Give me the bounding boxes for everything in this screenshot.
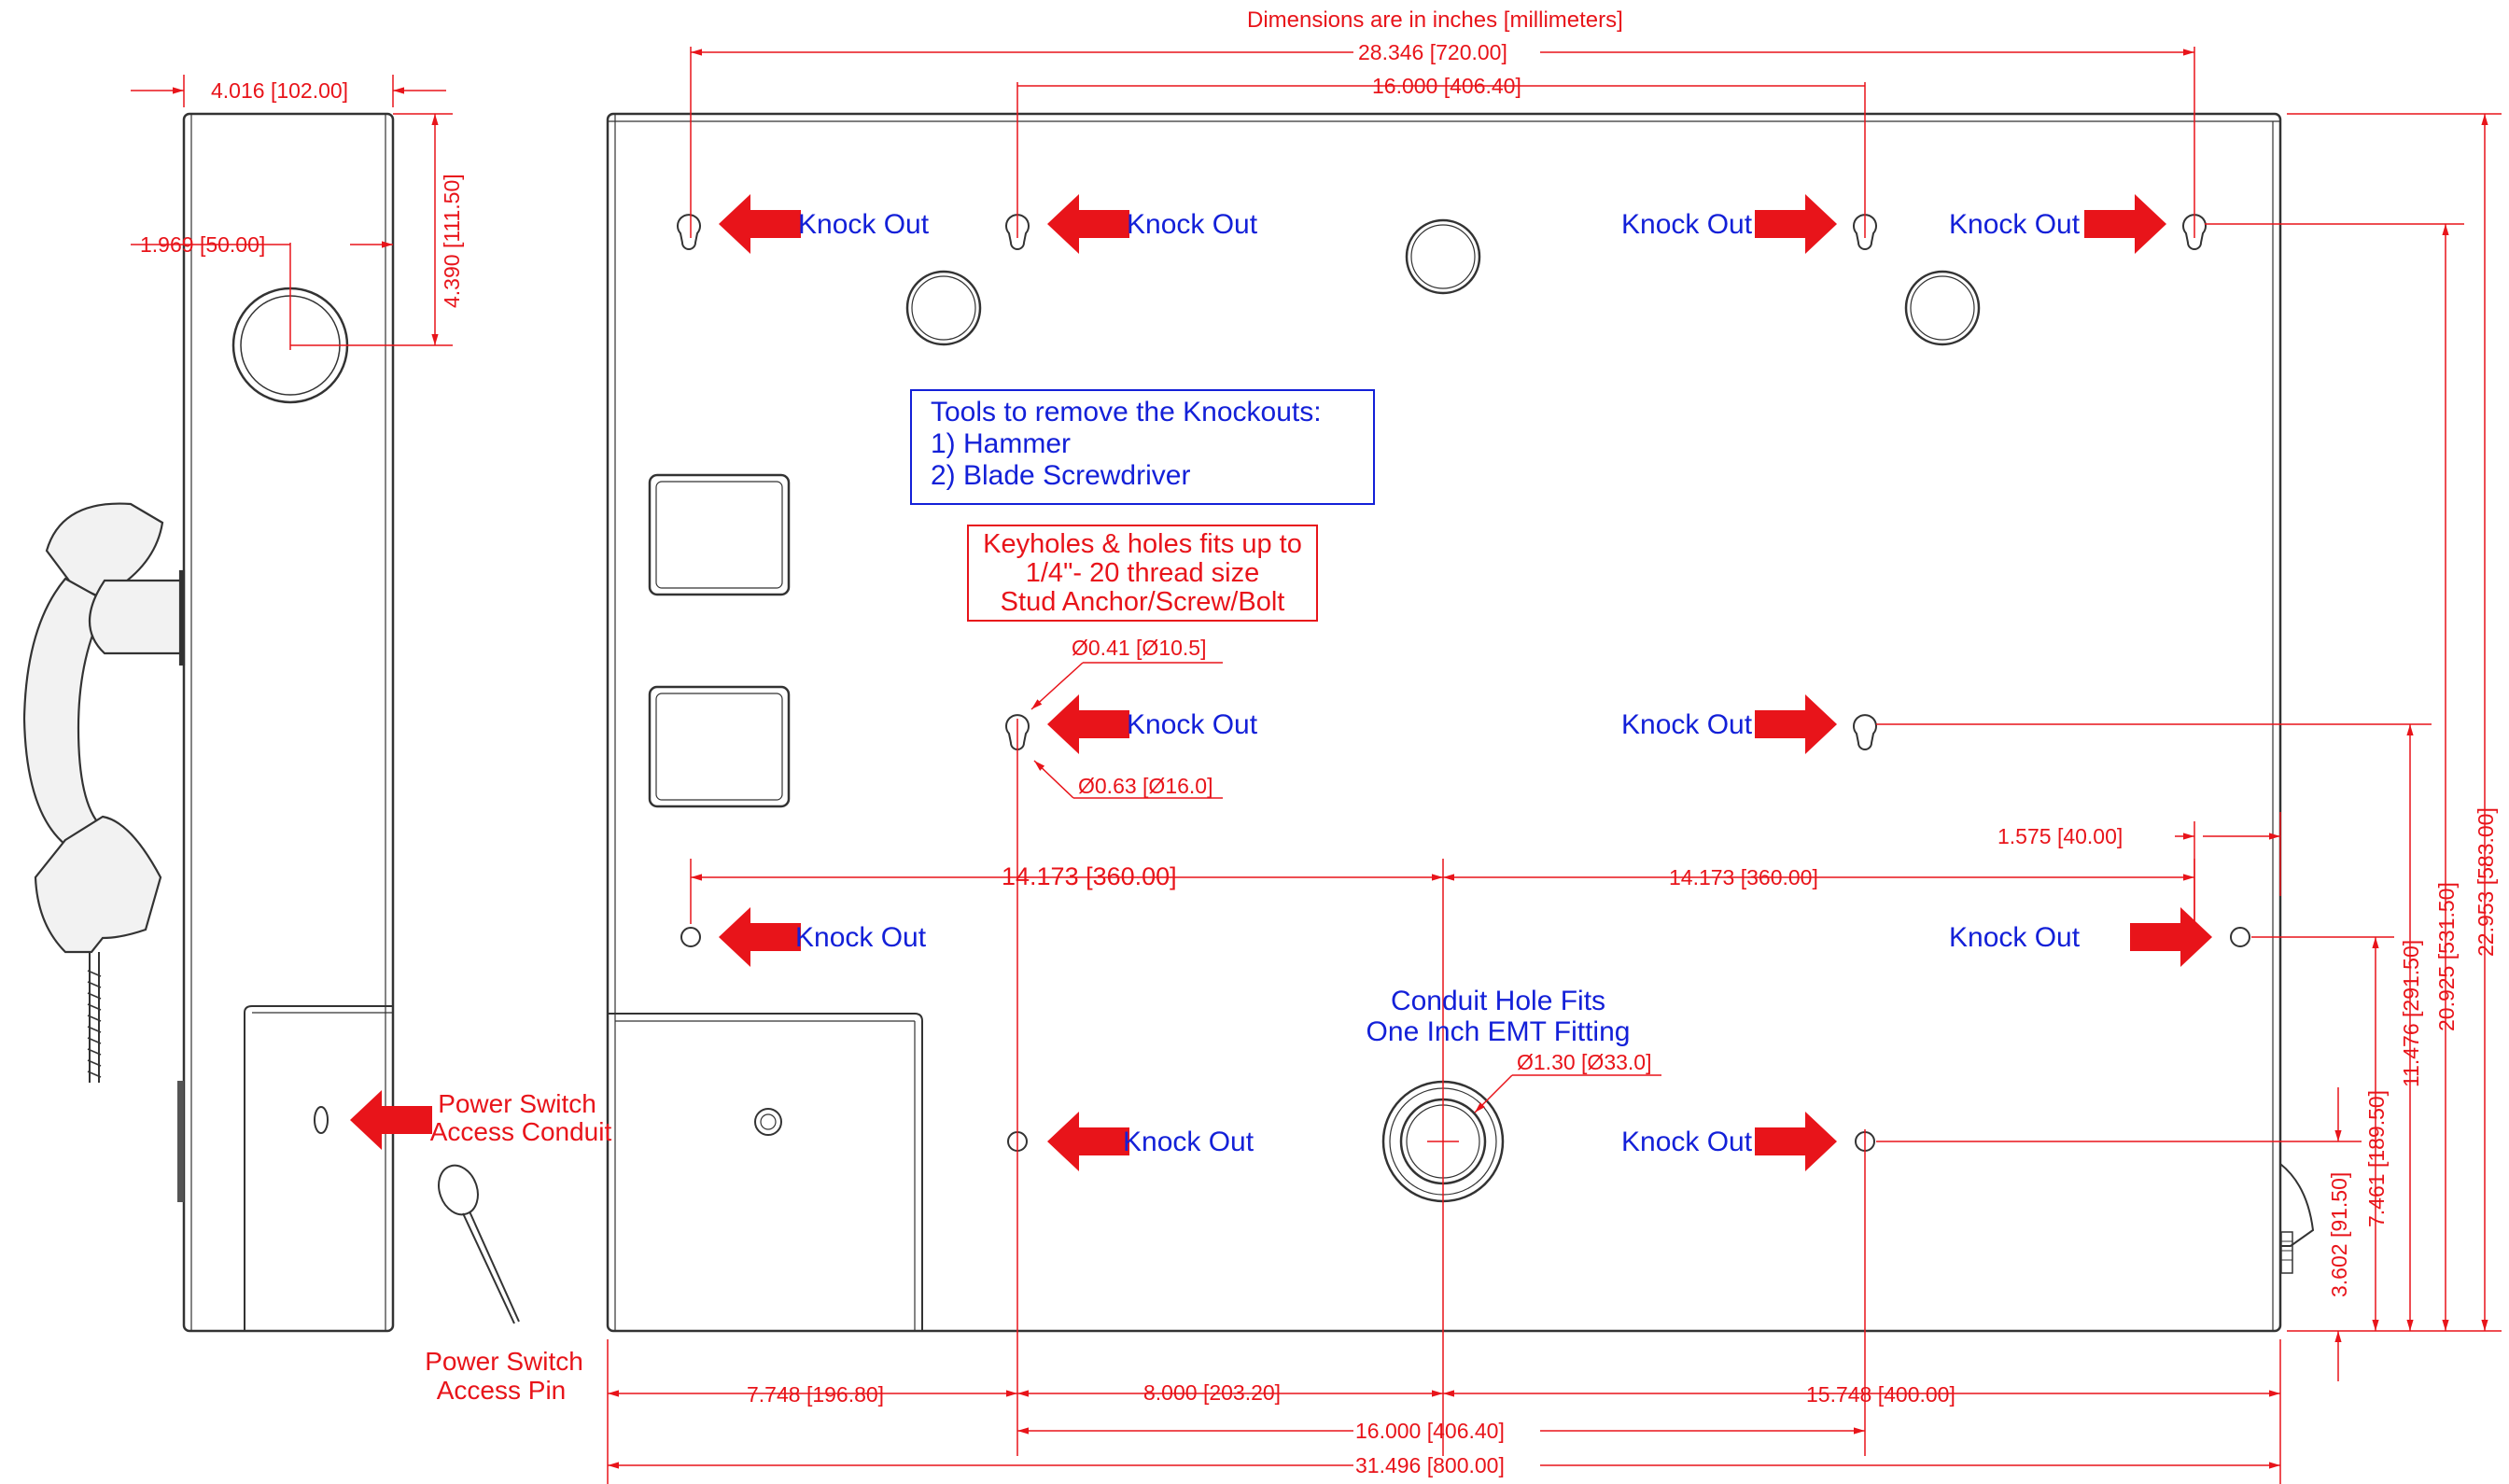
keyhole-mid-right: [1853, 714, 1877, 750]
knockout-label-8: Knock Out: [1949, 922, 2081, 953]
hole-right: [2230, 927, 2250, 947]
knockout-label-7: Knock Out: [795, 922, 927, 953]
dim-keyhole-small: Ø0.41 [Ø10.5]: [1072, 636, 1206, 660]
power-switch-pin-line-1: Power Switch: [425, 1347, 583, 1376]
keyhole-top-left: [677, 214, 701, 250]
tools-box-item-1: 1) Hammer: [931, 428, 1072, 459]
dim-v-20925: 20.925 [531.50]: [2434, 882, 2459, 1031]
hole-left: [680, 927, 701, 947]
dim-inner-keyhole-span: 16.000 [406.40]: [1372, 74, 1521, 98]
dim-overall-keyhole-span: 28.346 [720.00]: [1358, 40, 1507, 64]
dim-bottom-left: 7.748 [196.80]: [747, 1382, 884, 1407]
round-knockout-2: [1405, 218, 1481, 295]
knockout-label-2: Knock Out: [1127, 209, 1258, 240]
thread-note-line-2: 1/4"- 20 thread size: [1025, 558, 1260, 588]
header-note: Dimensions are in inches [millimeters]: [1247, 7, 1623, 33]
knockout-label-4: Knock Out: [1949, 209, 2081, 240]
knockout-label-9: Knock Out: [1123, 1127, 1254, 1157]
dim-side-hole-offset: 1.969 [50.00]: [140, 232, 265, 257]
round-knockout-1: [905, 270, 982, 346]
knockout-label-10: Knock Out: [1621, 1127, 1753, 1157]
tools-box-title: Tools to remove the Knockouts:: [931, 397, 1322, 427]
dim-bottom-mid: 8.000 [203.20]: [1143, 1380, 1281, 1405]
dim-right-edge-offset: 1.575 [40.00]: [1997, 824, 2123, 848]
side-view: [22, 112, 520, 1333]
lower-box-screw: [754, 1108, 782, 1136]
side-dimensions: [131, 75, 453, 350]
tools-box-item-2: 2) Blade Screwdriver: [931, 460, 1191, 491]
knockout-label-1: Knock Out: [798, 209, 930, 240]
handset-cord-coils: [87, 970, 102, 1078]
dim-v-7461: 7.461 [189.50]: [2364, 1090, 2389, 1227]
dim-keyhole-large: Ø0.63 [Ø16.0]: [1078, 774, 1212, 798]
thread-note-line-1: Keyholes & holes fits up to: [983, 529, 1302, 559]
dim-conduit-diameter: Ø1.30 [Ø33.0]: [1517, 1050, 1651, 1074]
dim-right-half-span: 14.173 [360.00]: [1669, 865, 1818, 889]
power-switch-pin-line-2: Access Pin: [437, 1376, 567, 1405]
thread-note-line-3: Stud Anchor/Screw/Bolt: [1000, 587, 1285, 617]
dim-bottom-overall: 31.496 [800.00]: [1355, 1453, 1505, 1477]
square-cutout-top: [648, 473, 791, 596]
side-connector: [177, 1081, 184, 1202]
power-switch-access-hole: [314, 1106, 329, 1134]
thread-note-box: Keyholes & holes fits up to 1/4"- 20 thr…: [967, 525, 1318, 622]
conduit-note-line-1: Conduit Hole Fits: [1391, 986, 1605, 1016]
tools-box: Tools to remove the Knockouts: 1) Hammer…: [910, 389, 1375, 505]
side-view-body: [182, 112, 395, 1333]
knockout-label-6: Knock Out: [1621, 709, 1753, 740]
dim-v-22953: 22.953 [583.00]: [2474, 807, 2498, 957]
round-knockout-3: [1904, 270, 1981, 346]
power-switch-access-pin: [438, 1164, 520, 1324]
handset: [22, 502, 186, 954]
power-switch-conduit-line-1: Power Switch: [438, 1089, 596, 1118]
front-dimension-lines: [607, 47, 2502, 1484]
dim-bottom-inner: 16.000 [406.40]: [1355, 1419, 1505, 1443]
dim-side-width: 4.016 [102.00]: [211, 78, 348, 103]
knockout-label-3: Knock Out: [1621, 209, 1753, 240]
dim-bottom-right: 15.748 [400.00]: [1806, 1382, 1955, 1407]
square-cutout-bottom: [648, 685, 791, 808]
front-view: [606, 112, 2315, 1333]
dim-left-half-span: 14.173 [360.00]: [1002, 862, 1177, 890]
dim-v-11476: 11.476 [291.50]: [2399, 940, 2423, 1087]
power-switch-conduit-line-2: Access Conduit: [430, 1117, 612, 1146]
front-view-body: [606, 112, 2282, 1333]
knockout-arrows: [350, 194, 2212, 1171]
dim-side-hole-height: 4.390 [111.50]: [440, 174, 464, 308]
knockout-label-5: Knock Out: [1127, 709, 1258, 740]
conduit-note-line-2: One Inch EMT Fitting: [1367, 1016, 1631, 1047]
side-bracket: [2279, 1163, 2315, 1247]
dim-v-3602: 3.602 [91.50]: [2327, 1172, 2351, 1297]
